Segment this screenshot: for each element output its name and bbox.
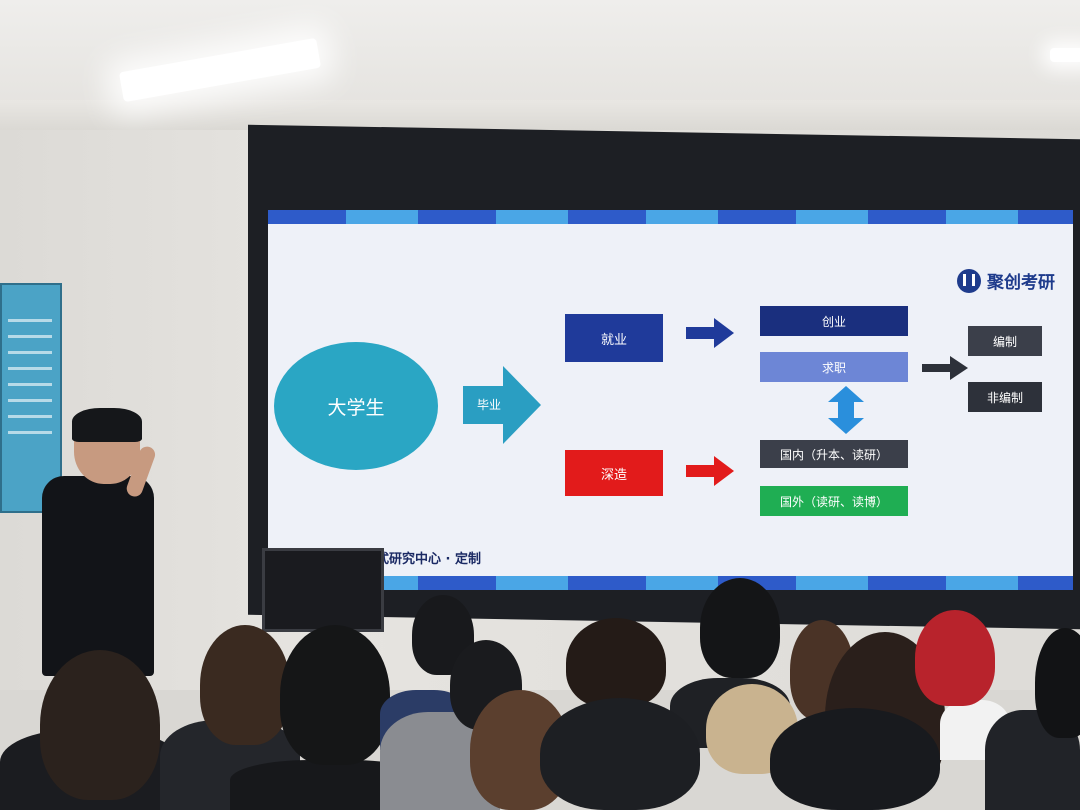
node-entrepreneurship-label: 创业 bbox=[821, 314, 846, 329]
node-employment: 就业 bbox=[565, 314, 663, 362]
node-job-seeking: 求职 bbox=[760, 352, 908, 382]
node-non-civil-post-label: 非编制 bbox=[986, 390, 1023, 405]
node-further-study: 深造 bbox=[565, 450, 663, 496]
podium-monitor bbox=[262, 548, 384, 632]
wall-notice-board bbox=[0, 283, 62, 513]
graduation-arrow: 毕业 bbox=[463, 366, 541, 444]
node-domestic-study: 国内（升本、读研） bbox=[760, 440, 908, 468]
node-employment-label: 就业 bbox=[600, 332, 627, 348]
node-university-student: 大学生 bbox=[274, 342, 438, 470]
presentation-slide: 聚创考研 大学生 毕业 就业 深造 创业 求职 国内（升本、读研） 国外（读研、… bbox=[268, 210, 1073, 590]
audience-member bbox=[770, 708, 940, 810]
audience-member bbox=[1035, 628, 1080, 738]
slide-top-stripe bbox=[268, 210, 1073, 224]
node-non-civil-post: 非编制 bbox=[968, 382, 1042, 412]
node-entrepreneurship: 创业 bbox=[760, 306, 908, 336]
node-further-study-label: 深造 bbox=[600, 467, 627, 483]
brand-logo: 聚创考研 bbox=[957, 268, 1055, 293]
brand-mark-icon bbox=[957, 268, 981, 293]
node-civil-post: 编制 bbox=[968, 326, 1042, 356]
slide-bottom-stripe bbox=[268, 576, 1073, 590]
audience-member bbox=[566, 618, 666, 708]
node-university-student-label: 大学生 bbox=[327, 396, 385, 419]
audience-member bbox=[540, 698, 700, 810]
node-overseas-study: 国外（读研、读博） bbox=[760, 486, 908, 516]
arrow-right-icon bbox=[922, 356, 968, 380]
presenter bbox=[40, 408, 190, 678]
node-job-seeking-label: 求职 bbox=[821, 360, 846, 375]
node-overseas-study-label: 国外（读研、读博） bbox=[779, 494, 888, 509]
audience-member bbox=[915, 610, 995, 706]
ceiling-light-right bbox=[1050, 48, 1080, 62]
double-arrow-vertical-icon bbox=[828, 386, 864, 434]
audience-member bbox=[700, 578, 780, 678]
node-domestic-study-label: 国内（升本、读研） bbox=[779, 447, 888, 462]
audience-member bbox=[200, 625, 290, 745]
brand-name: 聚创考研 bbox=[987, 273, 1055, 293]
slide-footer: 式研究中心 · 定制 bbox=[376, 552, 481, 567]
node-civil-post-label: 编制 bbox=[992, 334, 1017, 349]
audience-member bbox=[40, 650, 160, 800]
audience-member bbox=[280, 625, 390, 765]
graduation-arrow-label: 毕业 bbox=[477, 398, 502, 412]
